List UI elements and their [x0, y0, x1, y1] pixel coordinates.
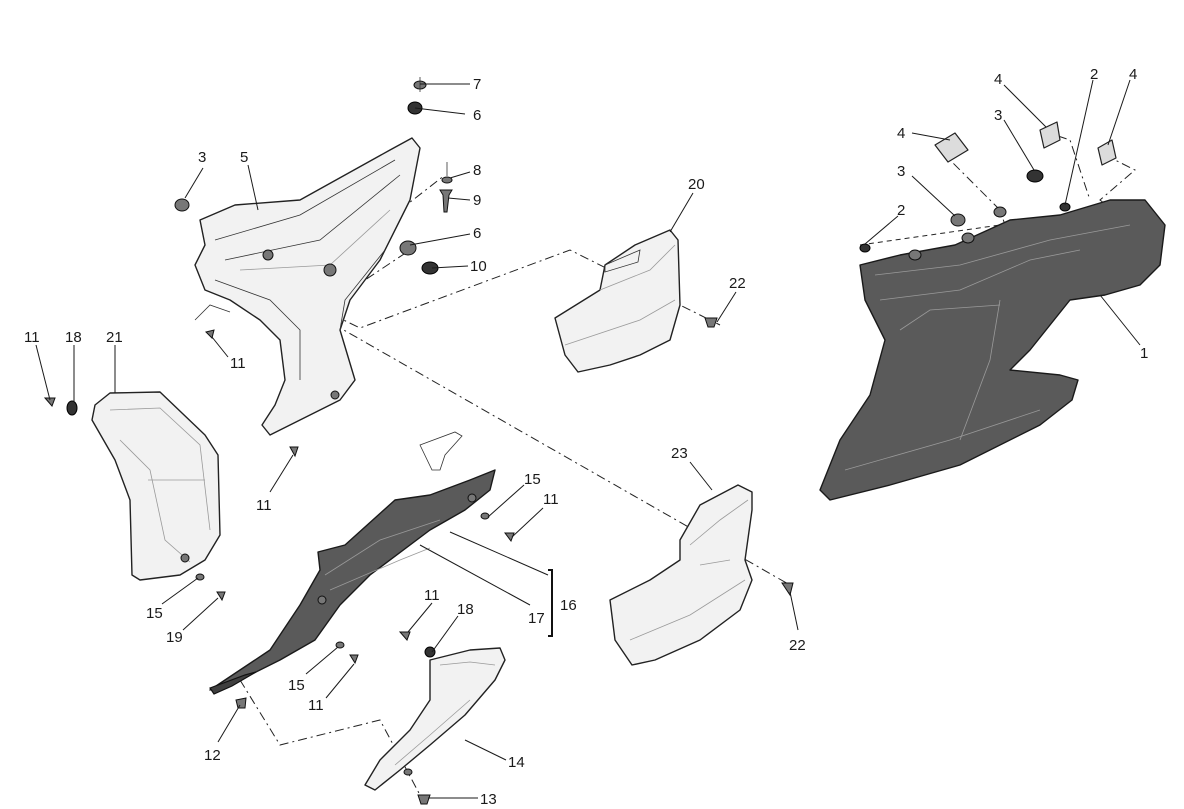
- top-hardware: [205, 77, 453, 458]
- callout-11: 11: [230, 355, 246, 372]
- tail-panel: [209, 431, 515, 709]
- callout-labels: 7 6 8 9 6 10 3 5 11 18 21 11 11 15 19 20…: [24, 66, 1148, 808]
- callout-23: 23: [671, 445, 688, 462]
- callout-11: 11: [256, 497, 272, 514]
- callout-11: 11: [543, 491, 559, 508]
- callout-15: 15: [524, 471, 541, 488]
- callout-22: 22: [729, 275, 746, 292]
- callout-1: 1: [1140, 345, 1148, 362]
- callout-4: 4: [994, 71, 1002, 88]
- callout-2: 2: [897, 202, 905, 219]
- subframe-bracket: [174, 137, 421, 436]
- callout-19: 19: [166, 629, 183, 646]
- callout-10: 10: [470, 258, 487, 275]
- callout-21: 21: [106, 329, 123, 346]
- callout-11: 11: [424, 587, 440, 604]
- callout-22: 22: [789, 637, 806, 654]
- callout-4: 4: [897, 125, 905, 142]
- tank-cover: [819, 121, 1166, 501]
- callout-14: 14: [508, 754, 525, 771]
- lower-side-panel: [364, 631, 506, 805]
- callout-16: 16: [560, 597, 577, 614]
- callout-3: 3: [994, 107, 1002, 124]
- callout-13: 13: [480, 791, 497, 808]
- upper-rear-cover: [554, 229, 718, 373]
- callout-12: 12: [204, 747, 221, 764]
- callout-15: 15: [146, 605, 163, 622]
- callout-8: 8: [473, 162, 481, 179]
- leader-lines: [35, 79, 1141, 799]
- callout-20: 20: [688, 176, 705, 193]
- callout-18: 18: [457, 601, 474, 618]
- callout-9: 9: [473, 192, 481, 209]
- callout-17: 17: [528, 610, 545, 627]
- callout-11: 11: [24, 329, 40, 346]
- callout-15: 15: [288, 677, 305, 694]
- callout-18: 18: [65, 329, 82, 346]
- callout-3: 3: [198, 149, 206, 166]
- callout-7: 7: [473, 76, 481, 93]
- callout-11: 11: [308, 697, 324, 714]
- callout-6: 6: [473, 107, 481, 124]
- lower-rear-cover: [609, 484, 794, 666]
- callout-4: 4: [1129, 66, 1137, 83]
- callout-2: 2: [1090, 66, 1098, 83]
- callout-6: 6: [473, 225, 481, 242]
- left-side-cover: [43, 391, 226, 602]
- callout-3: 3: [897, 163, 905, 180]
- callout-5: 5: [240, 149, 248, 166]
